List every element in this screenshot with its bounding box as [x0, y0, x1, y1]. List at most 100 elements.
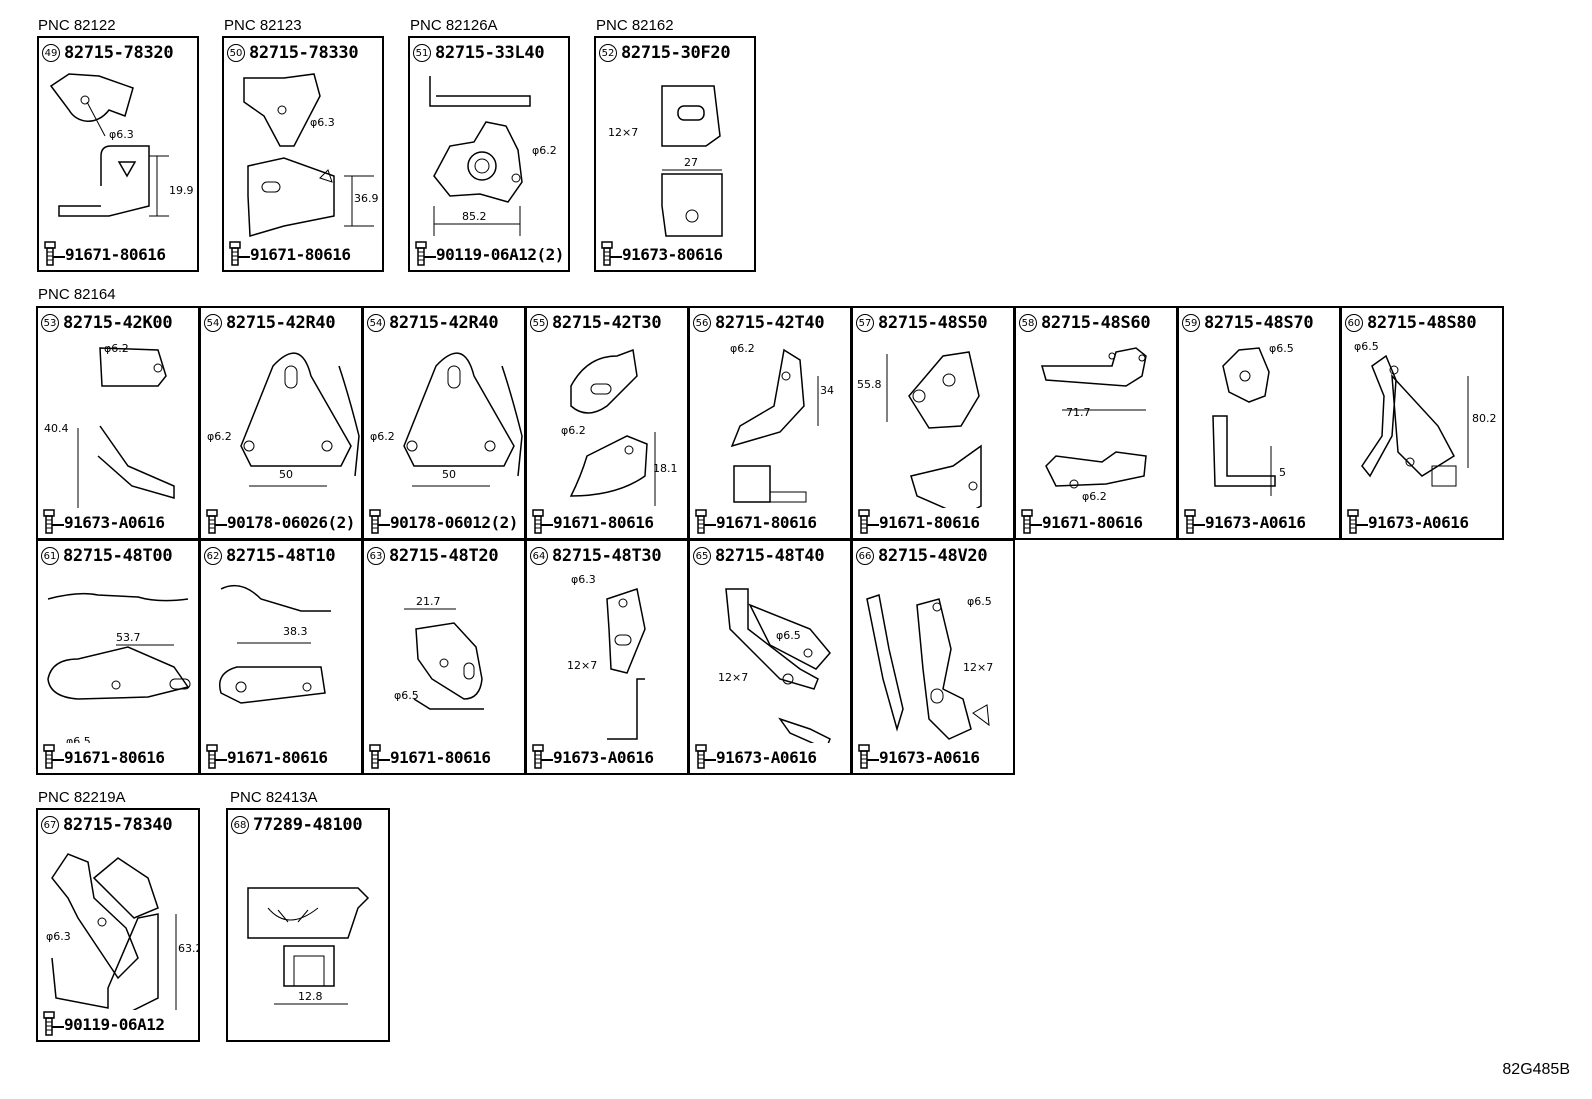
dimension-label: φ6.3 — [571, 573, 596, 586]
part-number: 82715-78340 — [63, 815, 173, 835]
part-sketch: φ6.55 — [1212, 342, 1294, 496]
fastener-part-number: 91673-A0616 — [716, 747, 817, 767]
part-number: 82715-48T20 — [389, 546, 499, 566]
bolt-icon — [695, 744, 716, 769]
part-sketch: φ6.336.9 — [243, 73, 379, 237]
bolt-icon — [1184, 509, 1205, 534]
dimension-label: 12.8 — [298, 990, 323, 1003]
bolt-icon — [43, 744, 64, 769]
callout-number: 60 — [1345, 314, 1363, 332]
pnc-label: PNC 82122 — [38, 17, 116, 34]
callout-number: 61 — [41, 547, 59, 565]
bolt-icon — [369, 744, 390, 769]
callout-number: 58 — [1019, 314, 1037, 332]
fastener-row: 91671-80616 — [1020, 509, 1143, 535]
bolt-icon — [415, 241, 436, 266]
dimension-label: φ6.5 — [967, 595, 992, 608]
callout-number: 55 — [530, 314, 548, 332]
dimension-label: φ6.5 — [66, 735, 91, 743]
bolt-icon — [229, 241, 250, 266]
part-number: 82715-48T10 — [226, 546, 336, 566]
bolt-icon — [858, 744, 879, 769]
dimension-label: 50 — [279, 468, 293, 481]
part-sketch: φ6.512×7 — [718, 588, 831, 743]
callout-number: 65 — [693, 547, 711, 565]
fastener-row: 91673-A0616 — [42, 509, 165, 535]
fastener-row: 91671-80616 — [205, 744, 328, 770]
bolt-icon — [206, 509, 227, 534]
part-number: 82715-42T40 — [715, 313, 825, 333]
part-number: 82715-48S80 — [1367, 313, 1477, 333]
part-number: 82715-30F20 — [621, 43, 731, 63]
dimension-label: φ6.5 — [776, 629, 801, 642]
fastener-row: 90119-06A12 — [42, 1011, 165, 1037]
callout-number: 49 — [42, 44, 60, 62]
part-sketch: φ6.250 — [370, 352, 523, 487]
part-sketch: φ6.363.2 — [46, 853, 198, 1010]
bolt-icon — [369, 509, 390, 534]
callout-number: 59 — [1182, 314, 1200, 332]
dimension-label: 38.3 — [283, 625, 308, 638]
bolt-icon — [858, 509, 879, 534]
pnc-label: PNC 82126A — [410, 17, 498, 34]
part-sketch: 12×727 — [608, 85, 723, 237]
part-sketch: φ6.2 40.4 — [44, 342, 175, 508]
dimension-label: 36.9 — [354, 192, 379, 205]
part-number: 82715-42T30 — [552, 313, 662, 333]
bolt-icon — [532, 744, 553, 769]
fastener-part-number: 91671-80616 — [64, 747, 165, 767]
fastener-part-number: 91673-A0616 — [1368, 512, 1469, 532]
fastener-part-number: 91671-80616 — [879, 512, 980, 532]
fastener-row: 91673-A0616 — [857, 744, 980, 770]
part-sketch: 53.7φ6.5 — [47, 592, 191, 743]
part-sketch: 21.7φ6.5 — [394, 595, 484, 710]
part-number: 82715-33L40 — [435, 43, 545, 63]
dimension-label: 21.7 — [416, 595, 441, 608]
dimension-label: 12×7 — [608, 126, 638, 139]
callout-number: 52 — [599, 44, 617, 62]
dimension-label: 63.2 — [178, 942, 198, 955]
pnc-label: PNC 82123 — [224, 17, 302, 34]
part-number: 82715-48T00 — [63, 546, 173, 566]
part-sketch: 38.3φ6.5 — [219, 584, 331, 704]
dimension-label: φ6.2 — [1082, 490, 1107, 503]
fastener-part-number: 91671-80616 — [250, 244, 351, 264]
dimension-label: 40.4 — [44, 422, 69, 435]
fastener-row: 90119-06A12(2) — [414, 241, 564, 267]
dimension-label: φ6.2 — [104, 342, 129, 355]
part-number: 82715-78330 — [249, 43, 359, 63]
callout-number: 54 — [204, 314, 222, 332]
fastener-row: 91673-A0616 — [1346, 509, 1469, 535]
fastener-row: 91671-80616 — [368, 744, 491, 770]
fastener-part-number: 90119-06A12(2) — [436, 244, 564, 264]
fastener-row: 91671-80616 — [531, 509, 654, 535]
dimension-label: 85.2 — [462, 210, 487, 223]
fastener-part-number: 91671-80616 — [1042, 512, 1143, 532]
pnc-label: PNC 82164 — [38, 286, 116, 303]
part-number: 82715-48S60 — [1041, 313, 1151, 333]
bolt-icon — [43, 1011, 64, 1036]
dimension-label: 50 — [442, 468, 456, 481]
part-sketch: φ6.250 — [207, 352, 360, 487]
pnc-label: PNC 82162 — [596, 17, 674, 34]
part-sketch: 55.8φ6.5 — [857, 351, 982, 508]
fastener-row: 91671-80616 — [43, 241, 166, 267]
